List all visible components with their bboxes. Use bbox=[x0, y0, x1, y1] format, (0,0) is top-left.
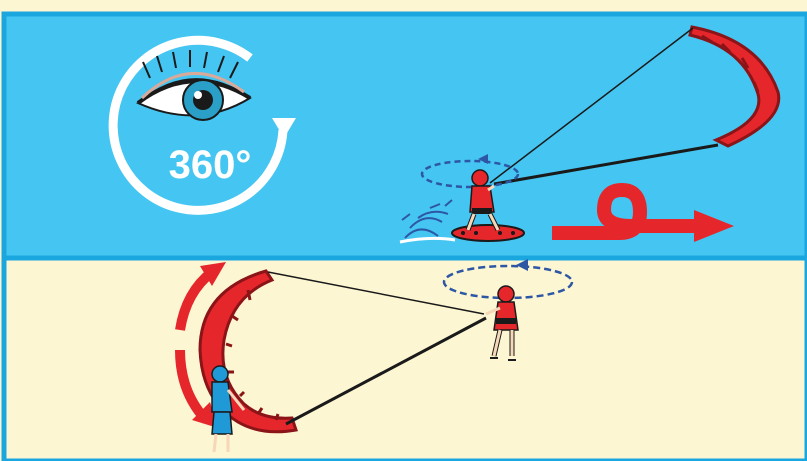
badge-label: 360° bbox=[169, 143, 252, 187]
